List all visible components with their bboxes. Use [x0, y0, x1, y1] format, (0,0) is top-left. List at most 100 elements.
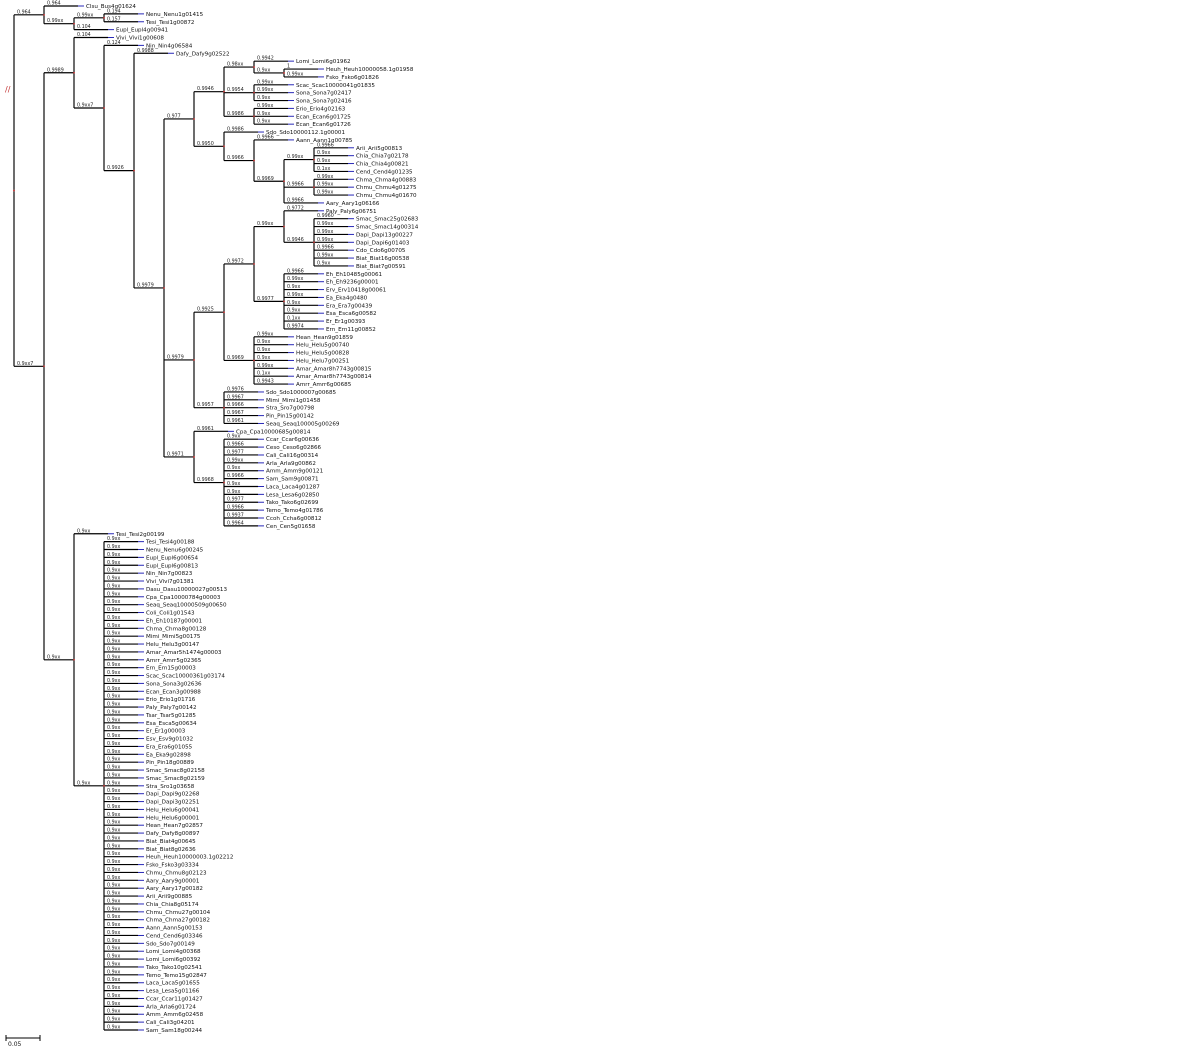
support-value: 0.9966: [287, 182, 304, 188]
support-value: 0.9xx: [107, 725, 120, 731]
leaf-label: Lomi_Lomi4g00368: [146, 949, 201, 955]
leaf-label: Smac_Smac25g02683: [356, 217, 419, 223]
support-value: 0.9966: [317, 245, 334, 251]
support-value: 0.99xx: [257, 87, 274, 93]
internal-node: [223, 90, 225, 93]
support-value: 0.9xx: [107, 961, 120, 967]
support-value: 0.9xx: [107, 954, 120, 960]
support-value: 0.9966: [287, 268, 304, 274]
support-value: 0.9979: [167, 354, 184, 360]
leaf-label: Cend_Cend4g01235: [356, 169, 413, 175]
support-value: 0.9xx: [107, 709, 120, 715]
leaf-label: Stra_Sro1g03658: [146, 784, 195, 790]
support-value: 0.9xx: [257, 111, 270, 117]
leaf-label: Scac_Scac10000361g03174: [146, 674, 225, 680]
internal-node: [193, 456, 195, 458]
support-value: 0.9xx: [107, 560, 120, 566]
leaf-label: Amar_Amar5h1474g00003: [146, 650, 222, 656]
internal-node: [103, 107, 105, 109]
leaf-label: Chia_Chia7g02178: [356, 154, 409, 160]
support-value: 0.9967: [227, 394, 244, 400]
leaf-label: Ea_Eka9g02898: [146, 752, 191, 758]
leaf-label: Lomi_Lomi6g01962: [296, 59, 351, 65]
leaf-label: Stra_Sro7g00798: [266, 406, 315, 412]
support-value: 0.9xx: [107, 623, 120, 629]
leaf-label: Biat_Biat8g02636: [146, 847, 196, 853]
leaf-label: Laca_Laca5g01655: [146, 981, 200, 987]
leaf-label: Nenu_Nenu1g01415: [146, 12, 204, 18]
leaf-label: Arla_Arla9g00862: [266, 461, 316, 467]
leaf-label: Vivi_Vivi7g01381: [146, 579, 194, 585]
support-value: 0.9977: [257, 296, 274, 302]
support-value: 0.9988: [137, 48, 154, 54]
support-value: 0.9xx: [227, 481, 240, 487]
support-value: 0.9xx: [107, 828, 120, 834]
leaf-label: Arii_Arii5g00813: [356, 146, 403, 152]
leaf-label: Lesa_Lesa6g02850: [266, 492, 320, 498]
internal-node: [253, 115, 255, 118]
support-value: 1: [287, 64, 290, 70]
support-value: 0.9xx: [107, 946, 120, 952]
support-value: 0.9xx: [107, 654, 120, 660]
internal-node: [253, 159, 255, 162]
internal-node: [73, 71, 75, 74]
internal-node: [223, 406, 225, 409]
leaf-label: Chma_Chma27g00182: [146, 918, 210, 924]
leaf-label: Chmu_Chmu4g01275: [356, 185, 417, 191]
leaf-label: Aary_Aary1g06166: [326, 201, 380, 207]
support-value: 0.99xx: [227, 457, 244, 463]
internal-node: [133, 169, 135, 172]
support-value: 0.104: [77, 32, 91, 38]
internal-node: [253, 91, 255, 94]
support-value: 0.9966: [227, 155, 244, 161]
internal-node: [313, 241, 315, 244]
support-value: 0.9954: [227, 87, 244, 93]
leaf-label: Helu_Helu7g00251: [296, 358, 350, 364]
leaf-label: Cali_Cali16g00314: [266, 453, 319, 459]
leaf-label: Tesi_Tesi2g00199: [115, 532, 165, 538]
leaf-label: Hean_Hean9g01859: [296, 335, 353, 341]
support-value: 0.9xx: [107, 883, 120, 889]
support-value: 0.9957: [197, 402, 214, 408]
leaf-label: Dafy_Dafy9g02522: [176, 51, 230, 57]
support-value: 0.9xx: [107, 796, 120, 802]
support-value: 0.9xx7: [17, 361, 33, 367]
support-value: 0.104: [77, 24, 91, 30]
leaf-label: Eh_Eh9236g00001: [326, 280, 379, 286]
support-value: 0.9976: [227, 386, 244, 392]
support-value: 0.99xx: [317, 182, 334, 188]
support-value: 0.9xx: [107, 591, 120, 597]
support-value: 0.9972: [227, 258, 244, 264]
support-value: 0.99xx: [317, 174, 334, 180]
leaf-label: Eupl_Eupl6g00654: [146, 555, 199, 561]
support-value: 0.9xx: [107, 1025, 120, 1031]
leaf-label: Paly_Paly6g06751: [326, 209, 377, 215]
support-value: 0.9xx: [107, 749, 120, 755]
support-value: 0.9xx: [257, 339, 270, 345]
support-value: 0.9964: [227, 520, 244, 526]
leaf-label: Chmu_Chmu4g01670: [356, 193, 417, 199]
leaf-label: Helu_Helu6g00001: [146, 815, 200, 821]
support-value: 0.9966: [317, 142, 334, 148]
internal-node: [73, 22, 75, 25]
leaf-label: Nenu_Nenu6g00245: [146, 548, 204, 554]
leaf-label: Tako_Tako6g02699: [265, 500, 319, 506]
leaf-label: Biat_Biat16g00538: [356, 256, 410, 262]
support-value: 0.99xx: [287, 154, 304, 160]
leaf-label: Sona_Sona3g02636: [146, 681, 202, 687]
leaf-label: Seaq_Seaq10000509g00650: [146, 603, 227, 609]
support-value: 0.99xx: [317, 221, 334, 227]
support-value: 0.964: [47, 1, 61, 7]
leaf-label: Helu_Helu5g00740: [296, 343, 350, 349]
leaf-label: Ccoh_Ccha6g00812: [266, 516, 322, 522]
internal-node: [313, 186, 315, 189]
support-value: 0.9xx: [107, 576, 120, 582]
support-value: 0.9xx: [257, 119, 270, 125]
leaf-label: Cpa_Cpa10000685g00814: [236, 429, 311, 435]
support-value: 0.9942: [257, 56, 274, 62]
internal-node: [283, 225, 285, 228]
leaf-label: Eh_Eh10187g00001: [146, 618, 203, 624]
support-value: 0.9xx: [107, 891, 120, 897]
scale-bar-label: 0.05: [8, 1041, 22, 1048]
support-value: 0.9968: [197, 477, 214, 483]
